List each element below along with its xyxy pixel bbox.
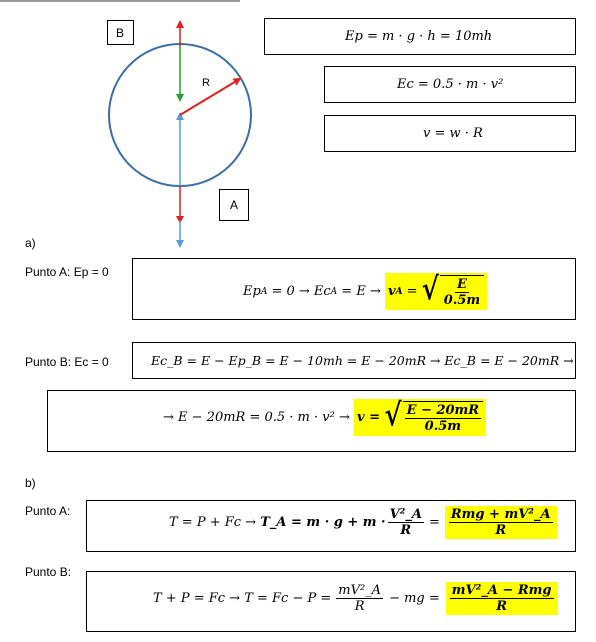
eq-ep-sub: A xyxy=(260,286,268,297)
punto-b-equation-box: Ec_B = E − Ep_B = E − 10mh = E − 20mR → … xyxy=(132,342,576,379)
formula-ep-box: Ep = m · g · h = 10mh xyxy=(264,18,576,55)
eq-ec-sub: A xyxy=(330,286,338,297)
punto-b-ec-label: Punto B: Ec = 0 xyxy=(25,355,109,369)
label-box-b: B xyxy=(107,20,134,45)
bb-eq-plain: T + P = Fc → T = Fc − P = xyxy=(153,591,332,606)
eq-ep: Ep xyxy=(243,284,261,299)
b-frac-va-num: V²_A xyxy=(387,507,424,523)
frac-num-b: E − 20mR xyxy=(404,403,482,419)
bb-hl-num: mV²_A − Rmg xyxy=(449,583,554,599)
eq-mid: = E → xyxy=(337,284,385,299)
eq-v: v xyxy=(387,284,396,299)
bb-frac-num: mV²_A xyxy=(336,583,384,599)
punto-b-equation: Ec_B = E − Ep_B = E − 10mh = E − 20mR → … xyxy=(151,353,574,368)
punto-b-equation2: → E − 20mR = 0.5 · m · v² → v = √ E − 20… xyxy=(163,398,487,436)
bb-hl-den: R xyxy=(496,599,508,614)
frac-den-a: 0.5m xyxy=(443,293,481,308)
circle-diagram xyxy=(108,20,252,248)
page-top-rule xyxy=(0,0,240,2)
b-eq-equals: = xyxy=(428,515,440,530)
point-b-label: B xyxy=(116,26,125,40)
point-a-label: A xyxy=(230,198,239,212)
label-box-a: A xyxy=(219,189,249,221)
punto-b-equation2-box: → E − 20mR = 0.5 · m · v² → v = √ E − 20… xyxy=(47,390,576,452)
b-hl-den: R xyxy=(495,523,507,538)
bb-eq-mid: − mg = xyxy=(389,591,440,606)
b-punto-b-label: Punto B: xyxy=(25,565,72,579)
radius-label: R xyxy=(202,77,210,89)
b-punto-a-label: Punto A: xyxy=(25,504,71,518)
eq2-v: v = xyxy=(357,410,385,425)
b-hl-num: Rmg + mV²_A xyxy=(448,507,553,523)
b-eq-bold: T_A = m · g + m · xyxy=(260,515,386,530)
frac-den-b: 0.5m xyxy=(424,419,462,434)
punto-a-ep-label: Punto A: Ep = 0 xyxy=(25,265,109,279)
section-a-label: a) xyxy=(25,236,36,250)
formula-ec: Ec = 0.5 · m · v² xyxy=(397,77,504,92)
formula-ep: Ep = m · g · h = 10mh xyxy=(345,29,493,44)
section-b-label: b) xyxy=(25,476,36,490)
bb-frac-den: R xyxy=(354,599,365,614)
formula-v: v = w · R xyxy=(423,126,483,141)
b-frac-va-den: R xyxy=(400,523,412,538)
b-eq-plain: T = P + Fc → xyxy=(169,515,261,530)
eq-ec: = 0 → Ec xyxy=(267,284,331,299)
formula-v-box: v = w · R xyxy=(324,115,576,152)
eq2-plain: → E − 20mR = 0.5 · m · v² → xyxy=(163,410,354,425)
radius-arrow xyxy=(179,77,242,116)
eq-v-sub: A xyxy=(395,286,403,297)
formula-ec-box: Ec = 0.5 · m · v² xyxy=(324,66,576,103)
frac-num-a: E xyxy=(455,277,469,293)
eq-v-equals: = xyxy=(402,284,422,299)
